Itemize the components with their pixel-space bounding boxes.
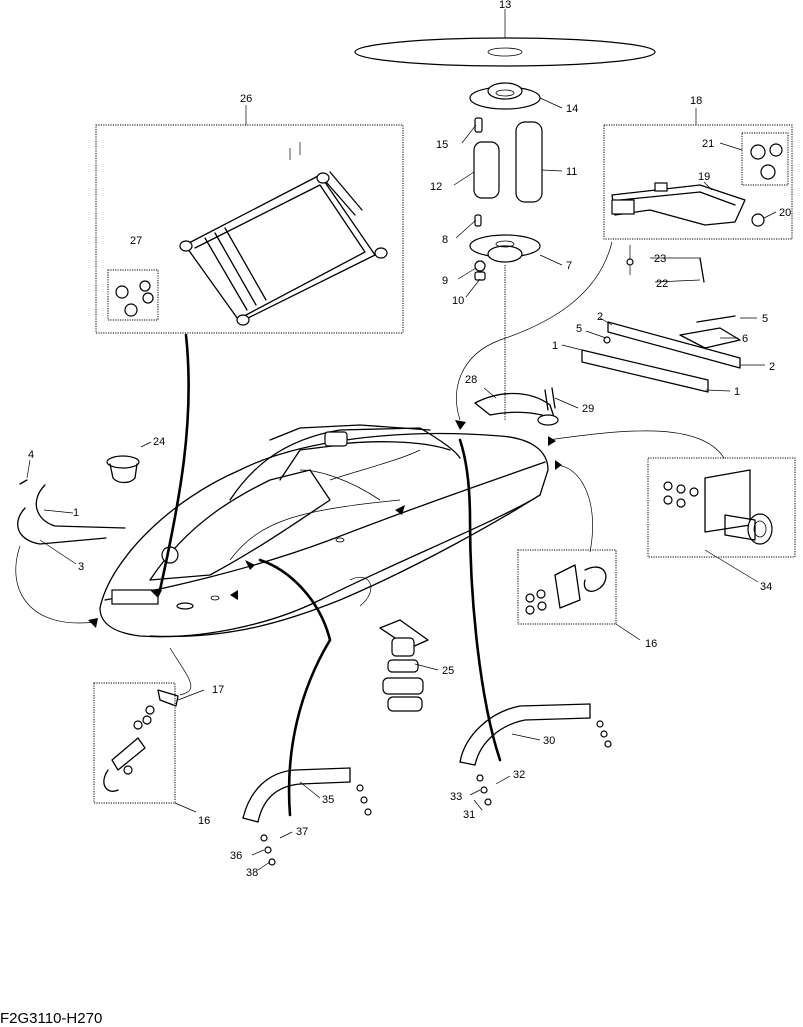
callout-18: 18 <box>690 95 702 107</box>
callout-34: 34 <box>760 581 772 593</box>
callout-27: 27 <box>130 235 142 247</box>
callout-28: 28 <box>465 374 477 386</box>
part-28-29-bracket <box>474 387 559 426</box>
callout-26: 26 <box>240 93 252 105</box>
callout-14: 14 <box>566 103 578 115</box>
callout-10: 10 <box>452 295 464 307</box>
callout-22: 22 <box>656 278 668 290</box>
callout-38: 38 <box>246 867 258 879</box>
part-25-drain <box>379 619 429 712</box>
callout-31: 31 <box>463 809 475 821</box>
part-13-cover <box>354 9 656 67</box>
callout-19: 19 <box>698 171 710 183</box>
callout-17: 17 <box>212 684 224 696</box>
callout-16-right: 16 <box>645 638 657 650</box>
connector-arrows <box>15 241 725 817</box>
part-11-sleeve <box>515 121 543 203</box>
callout-36: 36 <box>230 850 242 862</box>
part-15-pin <box>474 117 483 133</box>
part-9-10-nut <box>474 260 486 281</box>
callout-16-left: 16 <box>198 815 210 827</box>
callout-37: 37 <box>296 826 308 838</box>
callout-9: 9 <box>442 275 448 287</box>
callout-7: 7 <box>566 260 572 272</box>
callout-1-trim: 1 <box>73 507 79 519</box>
leader-lines <box>26 97 777 871</box>
callout-2-right: 2 <box>769 361 775 373</box>
drawing-code: F2G3110-H270 <box>0 1010 103 1027</box>
part-14-flange <box>469 82 541 110</box>
callout-23: 23 <box>654 253 666 265</box>
callout-labels: 13 14 15 11 12 8 7 9 10 26 27 18 21 19 2… <box>28 0 791 879</box>
part-16-17-tie-down-left <box>93 682 205 813</box>
callout-13: 13 <box>499 0 511 11</box>
part-35-handle <box>242 767 351 823</box>
callout-8: 8 <box>442 234 448 246</box>
part-34-tow-eye-kit <box>647 457 796 558</box>
callout-6: 6 <box>742 333 748 345</box>
boat-hull <box>99 424 549 638</box>
callout-5-right: 5 <box>762 313 768 325</box>
part-1-3-trim <box>17 479 126 545</box>
callout-25: 25 <box>442 665 454 677</box>
callout-12: 12 <box>430 181 442 193</box>
callout-3: 3 <box>78 561 84 573</box>
handle-fasteners <box>260 720 612 866</box>
callout-11: 11 <box>566 166 577 178</box>
callout-4: 4 <box>28 449 34 461</box>
part-26-ladder-kit <box>95 105 404 334</box>
callout-1-rail: 1 <box>552 340 558 352</box>
callout-20: 20 <box>779 207 791 219</box>
part-16-tie-down-right <box>517 549 641 641</box>
callout-35: 35 <box>322 794 334 806</box>
callout-5-left: 5 <box>576 323 582 335</box>
callout-29: 29 <box>582 403 594 415</box>
part-24-cup <box>106 455 140 484</box>
part-12-sleeve <box>473 141 500 199</box>
callout-21: 21 <box>702 138 714 150</box>
callout-1-right: 1 <box>734 386 740 398</box>
callout-15: 15 <box>436 139 448 151</box>
part-30-handle <box>459 703 591 766</box>
callout-32: 32 <box>513 769 525 781</box>
part-18-bracket-kit <box>603 108 793 283</box>
callout-33: 33 <box>450 791 462 803</box>
part-7-flange <box>469 234 541 263</box>
callout-2-top: 2 <box>597 311 603 323</box>
callout-30: 30 <box>543 735 555 747</box>
callout-24: 24 <box>153 436 165 448</box>
part-1-2-rails <box>581 315 741 393</box>
